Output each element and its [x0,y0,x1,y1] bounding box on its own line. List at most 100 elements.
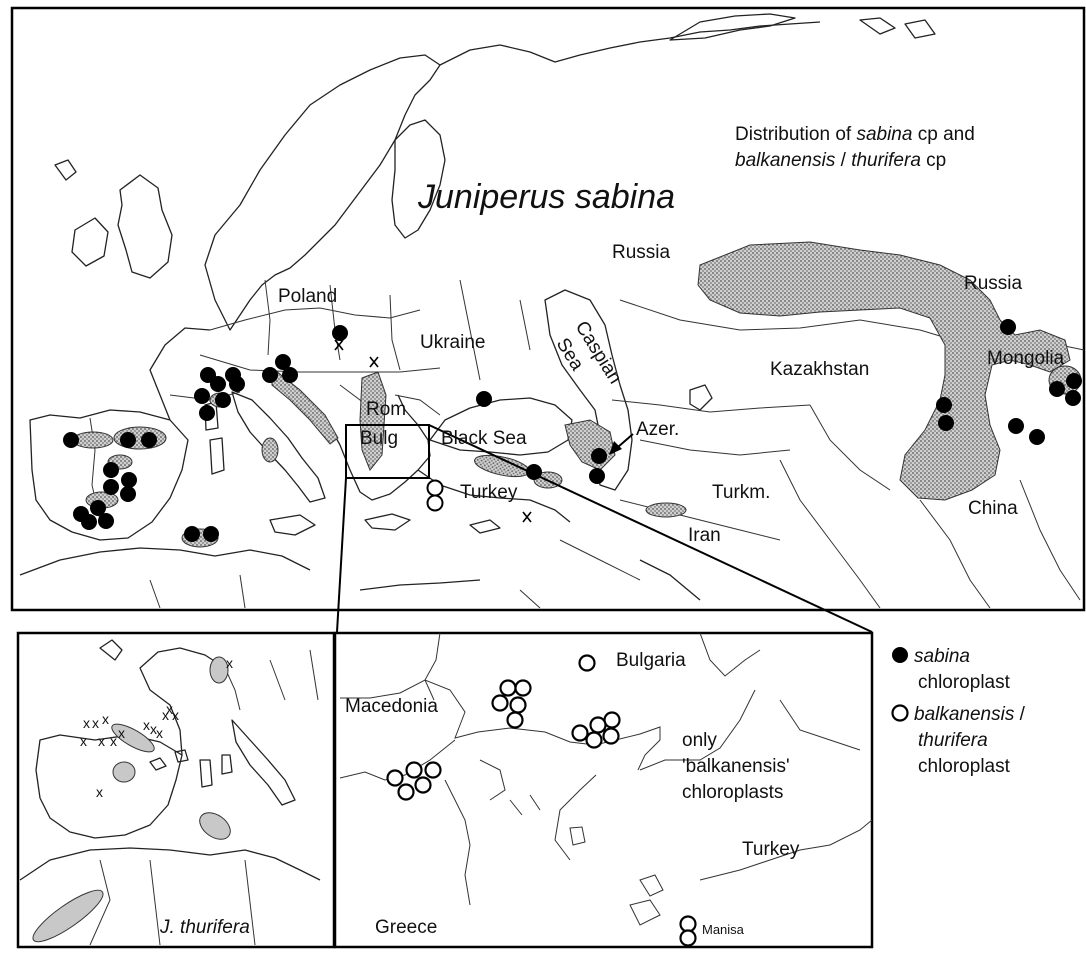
svg-text:x: x [143,717,150,733]
label-russia-west: Russia [612,242,671,263]
sabina-point [103,479,119,495]
balkanensis-point [585,731,603,749]
label-azer: Azer. [636,419,679,440]
label-bulg: Bulg [360,428,398,449]
sabina-point [591,448,607,464]
balkanensis-point [426,479,444,497]
balkanensis-point [571,724,589,742]
x-mark [334,339,344,351]
balkan-inset-borders [339,632,873,926]
balkanensis-point [514,679,532,697]
sabina-point [184,526,200,542]
balkan-inset-balkanensis-points [386,654,697,947]
svg-text:x: x [156,725,163,741]
x-mark [369,356,379,368]
x-mark [522,511,532,523]
label-chloroplasts: chloroplasts [682,782,783,803]
legend-sabina-marker [892,647,908,663]
sabina-point [282,367,298,383]
balkanensis-point [509,696,527,714]
west-inset-ranges [32,656,231,943]
main-map-sabina-points [63,319,1082,542]
sabina-point [1008,418,1024,434]
balkanensis-point [602,727,620,745]
label-ukraine: Ukraine [420,332,485,353]
sabina-point [81,514,97,530]
balkanensis-point [506,711,524,729]
svg-text:x: x [110,733,117,749]
sabina-point [476,391,492,407]
balkanensis-point [499,679,517,697]
label-poland: Poland [278,286,337,307]
west-inset-frame [16,631,336,949]
sabina-point [120,486,136,502]
label-turkm: Turkm. [712,482,770,503]
label-turkey-inset: Turkey [742,839,800,860]
balkan-inset-frame [333,631,874,949]
sabina-point [262,367,278,383]
main-map-title: Juniperus sabina [417,178,675,216]
sabina-point [194,388,210,404]
svg-text:x: x [83,715,90,731]
sabina-point [938,415,954,431]
label-greece: Greece [375,917,437,938]
balkanensis-point [426,494,444,512]
sabina-point [103,462,119,478]
label-iran: Iran [688,525,721,546]
azer-arrow [609,433,634,455]
svg-text:x: x [102,711,109,727]
label-russia-east: Russia [964,273,1023,294]
main-map-frame [10,6,1086,612]
sabina-point [936,397,952,413]
balkanensis-point [679,915,697,933]
svg-text:x: x [92,715,99,731]
label-macedonia: Macedonia [345,696,438,717]
svg-text:x: x [150,721,157,737]
sabina-point [63,432,79,448]
sabina-point [120,432,136,448]
label-bulgaria: Bulgaria [616,650,686,671]
label-rom: Rom [366,399,406,420]
sabina-point [1065,390,1081,406]
map-caption-line1: Distribution of sabina cp and [735,124,975,145]
west-inset-title: J. thurifera [159,917,250,938]
label-balkanensis-quoted: 'balkanensis' [682,756,790,777]
balkanensis-point [397,783,415,801]
map-caption-line2: balkanensis / thurifera cp [735,150,946,171]
balkanensis-point [491,694,509,712]
label-only: only [682,730,717,751]
sabina-point [275,354,291,370]
svg-text:x: x [96,784,103,800]
legend-chloroplast-label: chloroplast [918,756,1011,777]
label-china: China [968,498,1018,519]
sabina-point [90,500,106,516]
svg-text:x: x [118,725,125,741]
svg-text:x: x [166,701,173,717]
balkanensis-point [405,761,423,779]
sabina-point [1029,429,1045,445]
legend-balkanensis-label: balkanensis / [914,704,1026,725]
sabina-point [1066,373,1082,389]
label-black-sea: Black Sea [441,428,527,449]
sabina-point [98,513,114,529]
balkan-inset-locator [345,424,430,479]
main-map-x-marks [334,339,532,523]
legend: sabina chloroplast balkanensis / thurife… [891,646,1026,777]
legend-thurifera-label: thurifera [918,730,988,751]
sabina-point [141,432,157,448]
label-kazakhstan: Kazakhstan [770,359,869,380]
legend-sabina-label2: chloroplast [918,672,1011,693]
sabina-point [589,468,605,484]
legend-balkanensis-marker [891,704,909,722]
sabina-point [210,376,226,392]
label-turkey: Turkey [460,482,518,503]
svg-text:x: x [98,733,105,749]
svg-text:x: x [172,707,179,723]
balkanensis-point [424,761,442,779]
sabina-point [1049,381,1065,397]
svg-text:x: x [162,707,169,723]
balkanensis-point [578,654,596,672]
